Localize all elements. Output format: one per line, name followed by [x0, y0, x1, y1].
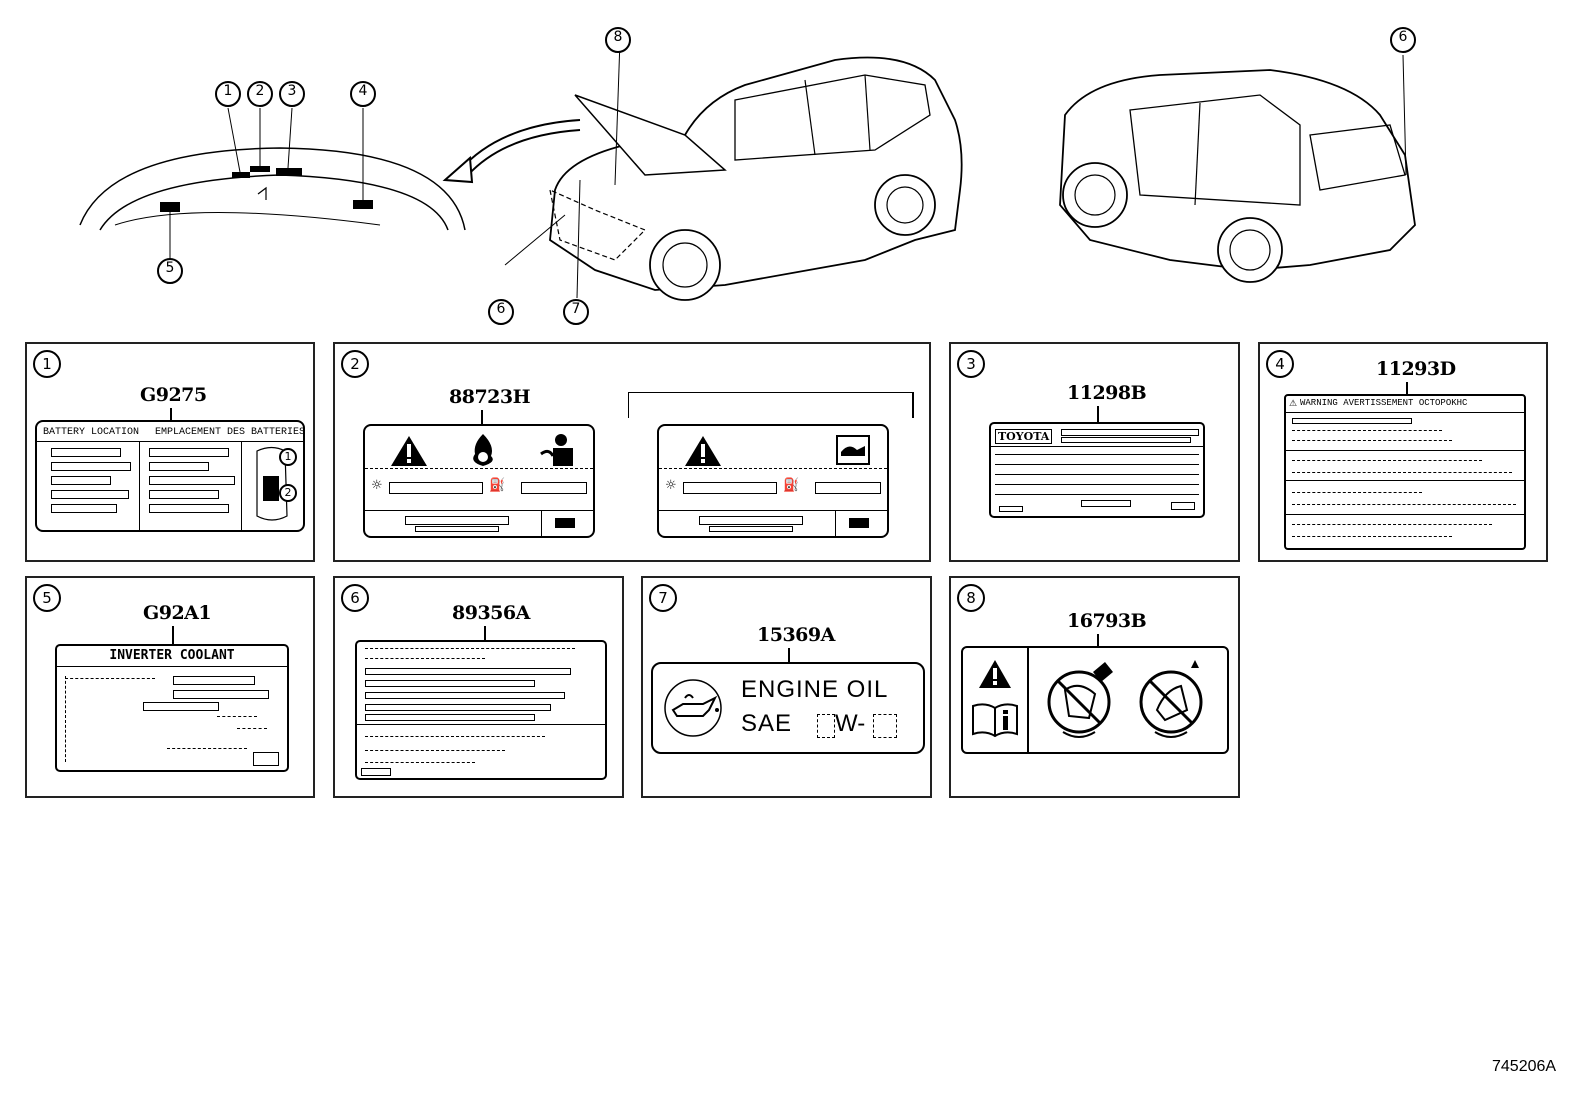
panel-number: 4 [1266, 350, 1294, 378]
panel-number: 2 [341, 350, 369, 378]
part-code: 11298B [1067, 382, 1147, 404]
manual-info-icon [972, 703, 1018, 738]
part-code: 11293D [1376, 358, 1456, 380]
hybrid-warning-label-b: ☼ ⛽ [657, 424, 889, 538]
oil-can-icon [664, 679, 722, 737]
panel-number: 5 [33, 584, 61, 612]
warning-triangle-icon [685, 436, 721, 466]
panel-2: 2 88723H ☼ ⛽ ☼ ⛽ [333, 342, 931, 562]
panel-7: 7 15369A ENGINE OIL SAE W- [641, 576, 932, 798]
panel-number: 3 [957, 350, 985, 378]
flame-icon [473, 434, 493, 466]
callout-2: 2 [247, 81, 273, 107]
curved-arrow-icon [442, 119, 581, 184]
inverter-coolant-label: INVERTER COOLANT [55, 644, 289, 772]
panel-3: 3 11298B TOYOTA [949, 342, 1240, 562]
part-code: 88723H [449, 386, 531, 408]
battery-location-label: BATTERY LOCATION EMPLACEMENT DES BATTERI… [35, 420, 305, 532]
drawing-id: 745206A [1492, 1058, 1557, 1075]
label-sae: SAE [741, 710, 793, 737]
engine-oil-label: ENGINE OIL SAE W- [651, 662, 925, 754]
panel-5: 5 G92A1 INVERTER COOLANT [25, 576, 315, 798]
panel-6: 6 89356A [333, 576, 624, 798]
label-text: EMPLACEMENT DES BATTERIES [155, 427, 306, 438]
no-rear-facing-seat-icon [1139, 660, 1203, 738]
label-title: INVERTER COOLANT [109, 648, 235, 663]
part-code: 15369A [757, 624, 835, 646]
manual-book-icon [836, 435, 870, 465]
callout-7: 7 [563, 299, 589, 325]
callout-1: 1 [215, 81, 241, 107]
panel-4: 4 11293D WARNING AVERTISSEMENT OCTOPOKHC… [1258, 342, 1548, 562]
part-code: G92A1 [143, 602, 212, 624]
label-callout-2: 2 [279, 484, 297, 502]
suv-front-view [504, 39, 963, 301]
callout-4: 4 [350, 81, 376, 107]
callout-6-rear: 6 [1390, 27, 1416, 53]
no-child-seat-icon [1047, 662, 1113, 738]
oil-can-icon: ⛽ [489, 478, 506, 493]
hood-underside-diagram [79, 107, 466, 260]
part-code: 16793B [1067, 610, 1147, 632]
warning-multilingual-label: WARNING AVERTISSEMENT OCTOPOKHC ⚠ [1284, 394, 1526, 550]
panel-number: 1 [33, 350, 61, 378]
panel-1: 1 G9275 BATTERY LOCATION EMPLACEMENT DES… [25, 342, 315, 562]
hybrid-warning-label-a: ☼ ⛽ [363, 424, 595, 538]
vehicle-id-label: TOYOTA [989, 422, 1205, 518]
callout-3: 3 [279, 81, 305, 107]
oil-can-icon: ⛽ [783, 478, 800, 493]
panel-number: 8 [957, 584, 985, 612]
airbag-warning-label [961, 646, 1229, 754]
sun-icon: ☼ [665, 478, 677, 493]
label-brand: TOYOTA [995, 429, 1053, 444]
label-w: W- [835, 710, 866, 737]
suv-rear-view [1059, 54, 1416, 283]
callout-5: 5 [157, 258, 183, 284]
person-service-icon [540, 434, 573, 466]
panel-8: 8 16793B [949, 576, 1240, 798]
callout-8: 8 [605, 27, 631, 53]
warning-triangle-icon [391, 436, 427, 466]
part-code: G9275 [140, 384, 207, 406]
label-text: BATTERY LOCATION [43, 427, 140, 438]
label-text: WARNING AVERTISSEMENT OCTOPOKHC [1300, 398, 1468, 408]
part-code: 89356A [452, 602, 530, 624]
warning-triangle-icon [979, 660, 1011, 688]
panel-number: 7 [649, 584, 677, 612]
bumper-notice-label [355, 640, 607, 780]
callout-6: 6 [488, 299, 514, 325]
sun-icon: ☼ [371, 478, 383, 493]
label-title: ENGINE OIL [741, 676, 889, 703]
panel-number: 6 [341, 584, 369, 612]
label-callout-1: 1 [279, 448, 297, 466]
